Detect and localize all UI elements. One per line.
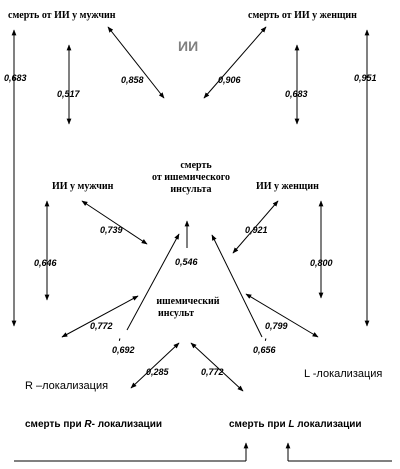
label-ii: ИИ (178, 38, 198, 54)
arrow-r-to-death (126, 233, 180, 331)
arrow-l-to-stroke (245, 293, 319, 338)
label-death-ii-male: смерть от ИИ у мужчин (8, 10, 116, 21)
arrow-stroke-to-l (190, 342, 244, 392)
coef-mid-right-vertical: 0,800 (310, 258, 333, 268)
label-stroke-line2: инсульт (158, 308, 194, 319)
arrow-r-to-stroke (61, 295, 139, 338)
arrow-ii-male-to-death (81, 200, 148, 245)
arrow-top-male-diag (107, 26, 165, 99)
arrow-top-female-diag (203, 26, 267, 99)
label-l-localization: L -локализация (304, 368, 382, 380)
coef-l-to-death: 0,656 (253, 345, 277, 355)
label-death-stroke-line2: от ишемического (152, 172, 230, 183)
stray-tick-right: ' (264, 337, 267, 347)
coef-r-to-death: 0,692 (112, 345, 135, 355)
coef-r-to-stroke: 0,772 (90, 321, 113, 331)
coef-stroke-to-r: 0,285 (146, 367, 170, 377)
coef-stroke-to-l: 0,772 (201, 367, 224, 377)
label-ii-male: ИИ у мужчин (52, 181, 114, 192)
coef-top-right-short: 0,683 (285, 89, 308, 99)
coef-center-vertical: 0,546 (175, 257, 199, 267)
coef-outer-right: 0,951 (354, 73, 377, 83)
label-death-stroke-line3: инсульта (170, 184, 211, 195)
coef-top-female-diag: 0,906 (218, 75, 242, 85)
label-death-ii-female: смерть от ИИ у женщин (248, 10, 357, 21)
label-ii-female: ИИ у женщин (256, 181, 319, 192)
label-death-r-localization: смерть при R- локализации (25, 419, 162, 430)
coef-l-to-stroke: 0,799 (265, 321, 288, 331)
coef-mid-left-vertical: 0,646 (34, 258, 58, 268)
arrow-stroke-to-r (130, 342, 180, 389)
label-r-localization: R –локализация (25, 380, 108, 392)
stray-tick-left: ' (118, 337, 121, 347)
coef-ii-female-to-death: 0,921 (245, 225, 268, 235)
label-stroke-line1: ишемический (156, 296, 219, 307)
label-death-stroke-line1: смерть (180, 160, 212, 171)
coef-ii-male-to-death: 0,739 (100, 225, 123, 235)
coef-top-left-short: 0,517 (57, 89, 81, 99)
coef-outer-left: 0,683 (4, 73, 27, 83)
coef-top-male-diag: 0,858 (121, 75, 144, 85)
arrow-l-to-death (211, 234, 263, 338)
arrow-ii-female-to-death (232, 200, 279, 254)
label-death-l-localization: смерть при L локализации (229, 419, 362, 430)
